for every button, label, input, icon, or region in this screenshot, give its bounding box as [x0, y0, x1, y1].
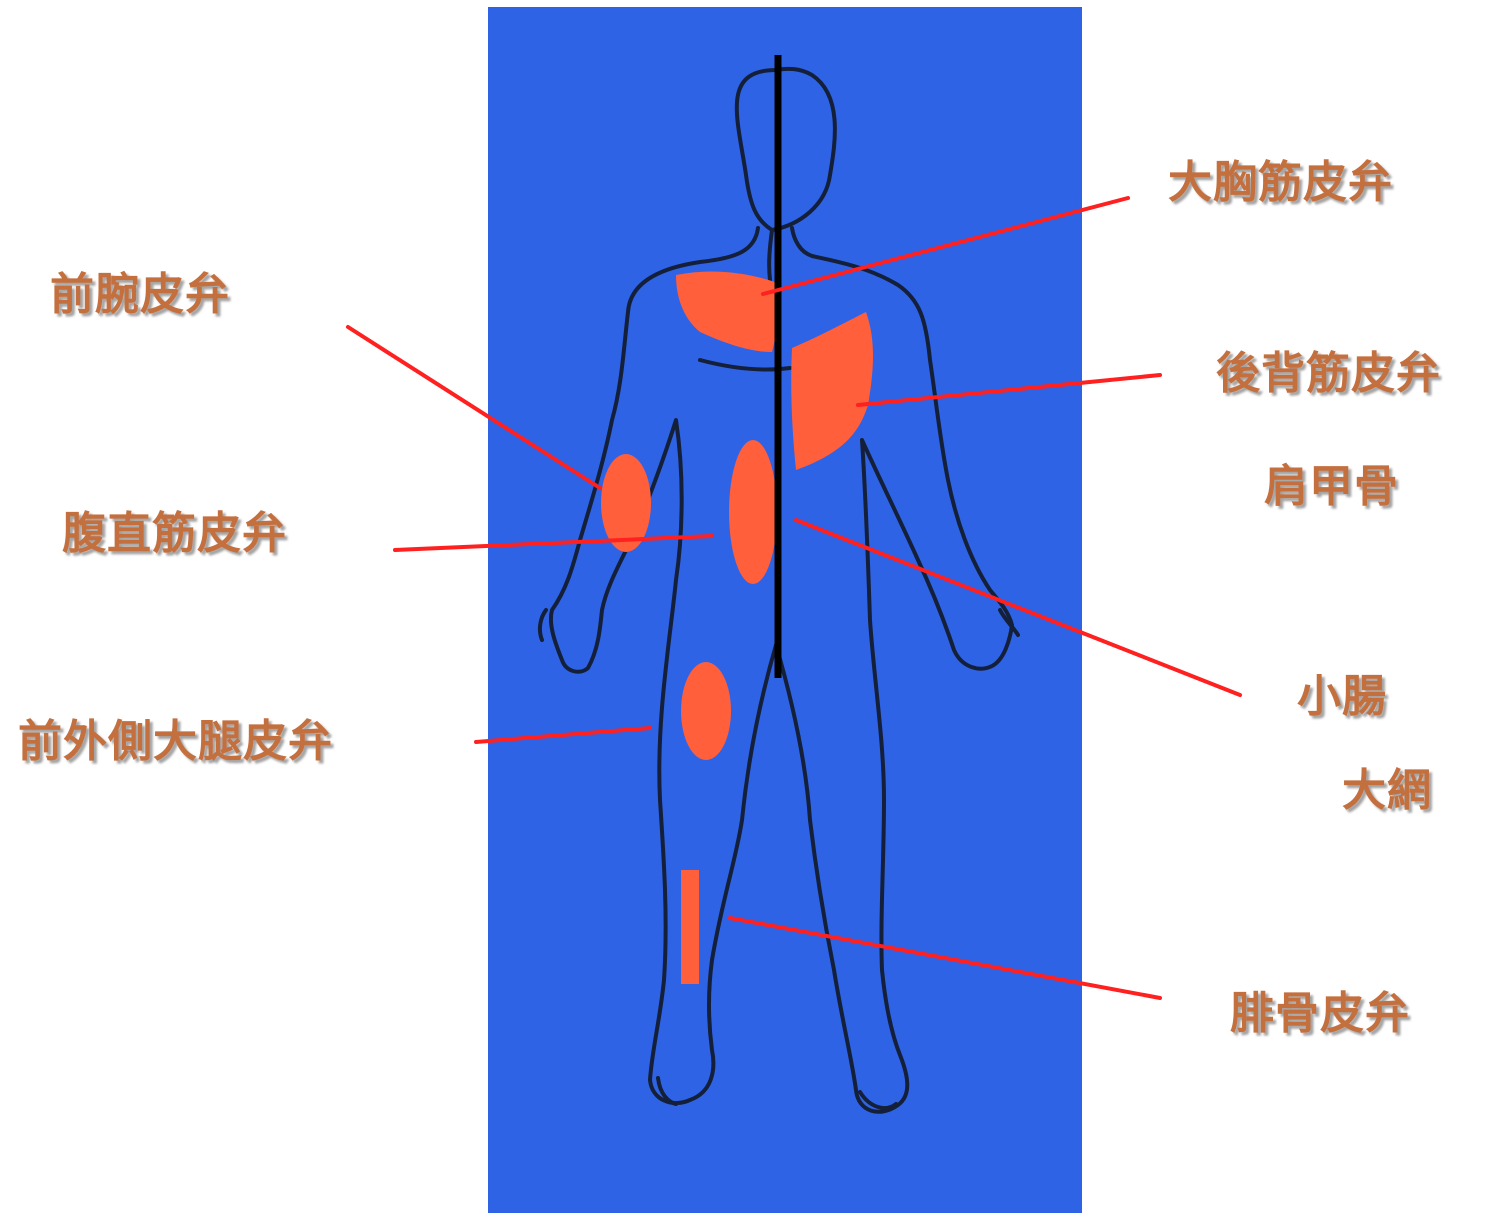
label-alt: 前外側大腿皮弁 — [18, 720, 333, 764]
label-jejunum: 小腸 — [1297, 675, 1387, 719]
rectus-flap-region — [729, 440, 777, 584]
label-forearm: 前腕皮弁 — [50, 273, 230, 317]
label-scapula: 肩甲骨 — [1264, 465, 1399, 509]
label-omentum: 大網 — [1342, 769, 1432, 813]
label-fibula: 腓骨皮弁 — [1230, 992, 1410, 1036]
label-latissimus: 後背筋皮弁 — [1216, 352, 1441, 396]
blue-panel — [488, 7, 1082, 1213]
fibula-flap-region — [681, 870, 699, 984]
label-pectoralis: 大胸筋皮弁 — [1168, 161, 1393, 205]
alt-flap-region — [681, 662, 731, 760]
label-rectus: 腹直筋皮弁 — [62, 512, 287, 556]
